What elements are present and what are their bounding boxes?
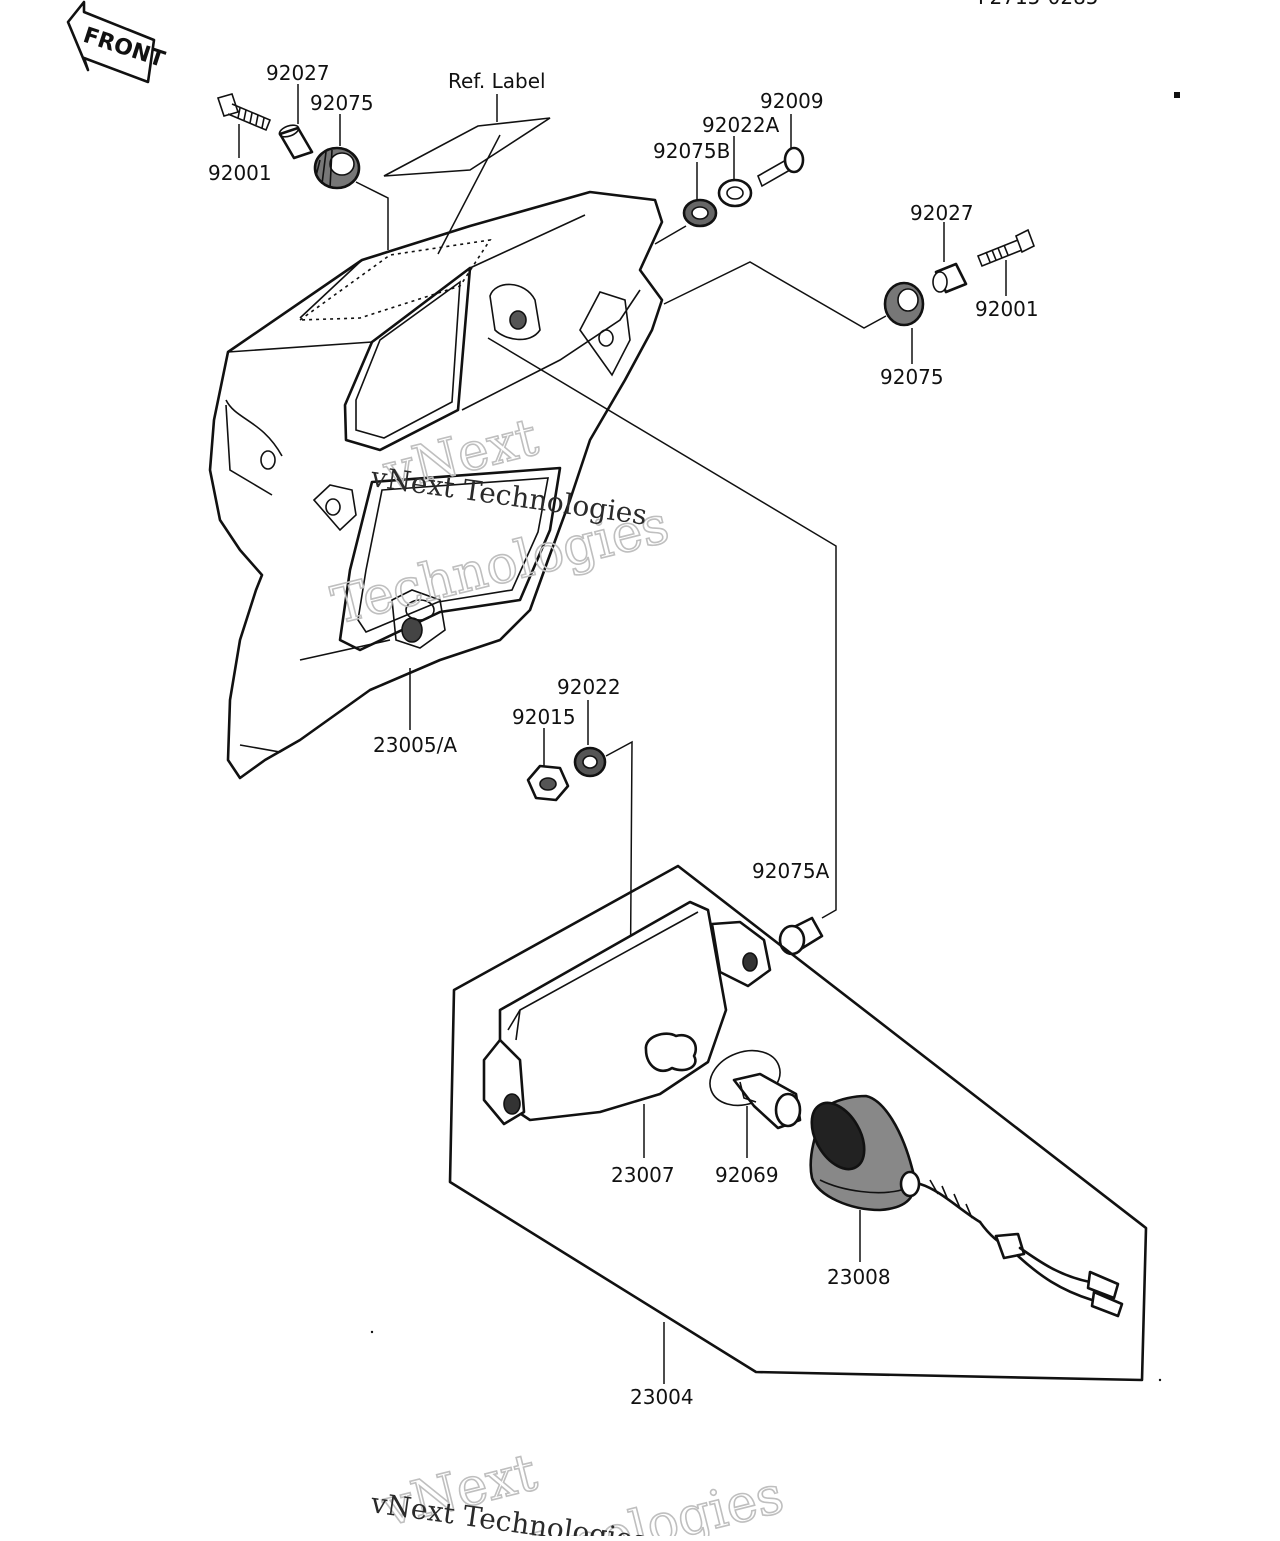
grommet-92075-right: [883, 281, 925, 327]
reflector-23008: [809, 1094, 921, 1212]
speck: [1158, 1378, 1162, 1382]
label-92027-right: 92027: [910, 201, 974, 225]
label-92027-left: 92027: [266, 61, 330, 85]
label-23008: 23008: [827, 1265, 891, 1289]
label-23005A: 23005/A: [373, 733, 457, 757]
dot-mark: [1174, 92, 1180, 98]
ref-label-text: Ref. Label: [448, 69, 546, 93]
bolt-92001-left: [216, 93, 272, 132]
watermark-bottom: vNext Technologies vNext Technologies: [368, 1442, 790, 1541]
label-92075-left: 92075: [310, 91, 374, 115]
label-92075-right: 92075: [880, 365, 944, 389]
collar-92027-left: [278, 124, 314, 160]
label-92022: 92022: [557, 675, 621, 699]
ref-label-sheet: [383, 94, 551, 255]
washer-92022: [573, 746, 607, 778]
label-92075B: 92075B: [653, 139, 730, 163]
nut-92015: [526, 764, 570, 802]
label-92069: 92069: [715, 1163, 779, 1187]
label-92022A: 92022A: [702, 113, 780, 137]
wire-harness: [918, 1179, 1124, 1318]
label-92009: 92009: [760, 89, 824, 113]
collar-92027-right: [932, 262, 968, 294]
header-code: F2715-0285: [978, 0, 1099, 9]
speck: [370, 1330, 374, 1334]
bulb-92069: [709, 1049, 802, 1130]
screw-92009: [756, 146, 805, 188]
front-arrow-icon: FRONT: [66, 0, 168, 84]
label-92001-right: 92001: [975, 297, 1039, 321]
washer-92022A: [717, 178, 753, 208]
label-92075A: 92075A: [752, 859, 830, 883]
label-92001-left: 92001: [208, 161, 272, 185]
headlight-lens-23007: [482, 900, 772, 1126]
fairing-cowl-23005A: [208, 190, 664, 780]
label-23004: 23004: [630, 1385, 694, 1409]
assembly-bracket-23004: [448, 864, 1148, 1382]
label-23007: 23007: [611, 1163, 675, 1187]
label-92015: 92015: [512, 705, 576, 729]
grommet-92075B: [682, 198, 718, 228]
bolt-92001-right: [976, 228, 1036, 268]
grommet-92075-left: [313, 146, 361, 190]
